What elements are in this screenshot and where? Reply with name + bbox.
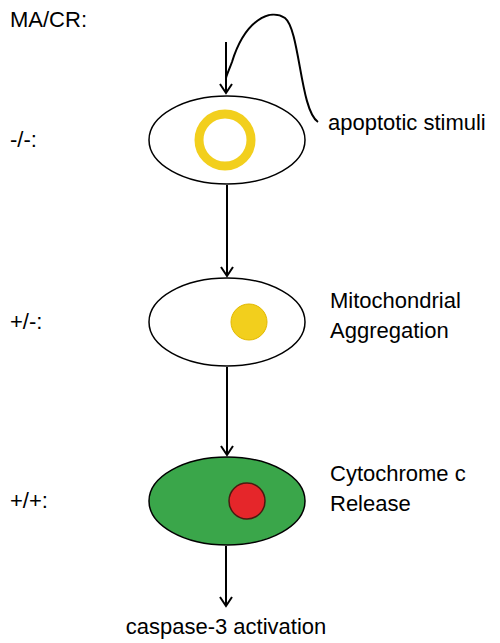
ellipse-outline [148, 456, 306, 546]
entry-arrow [225, 42, 227, 93]
cell-ellipse: +/+:Cytochrome c Release [148, 456, 306, 546]
exit-arrow [225, 546, 227, 606]
cell-body [149, 278, 305, 366]
mitochondria-mark [199, 114, 251, 166]
stage-label: Cytochrome c Release [330, 459, 495, 519]
mitochondria-mark [229, 483, 265, 519]
flow-arrow [226, 367, 228, 455]
mitochondria-mark [231, 304, 267, 340]
text-label: MA/CR: [10, 5, 130, 35]
cell-body [149, 457, 305, 545]
text-label: apoptotic stimuli [328, 108, 498, 138]
genotype-label: +/+: [10, 486, 90, 516]
flow-arrow [226, 185, 228, 276]
genotype-label: -/-: [10, 125, 90, 155]
text-label: caspase-3 activation [100, 612, 352, 642]
cell-ellipse: +/-:Mitochondrial Aggregation [148, 277, 306, 367]
cell-body [149, 96, 305, 184]
stage-label: Mitochondrial Aggregation [330, 286, 495, 346]
ellipse-outline [148, 277, 306, 367]
genotype-label: +/-: [10, 307, 90, 337]
ellipse-outline [148, 95, 306, 185]
cell-ellipse: -/-: [148, 95, 306, 185]
